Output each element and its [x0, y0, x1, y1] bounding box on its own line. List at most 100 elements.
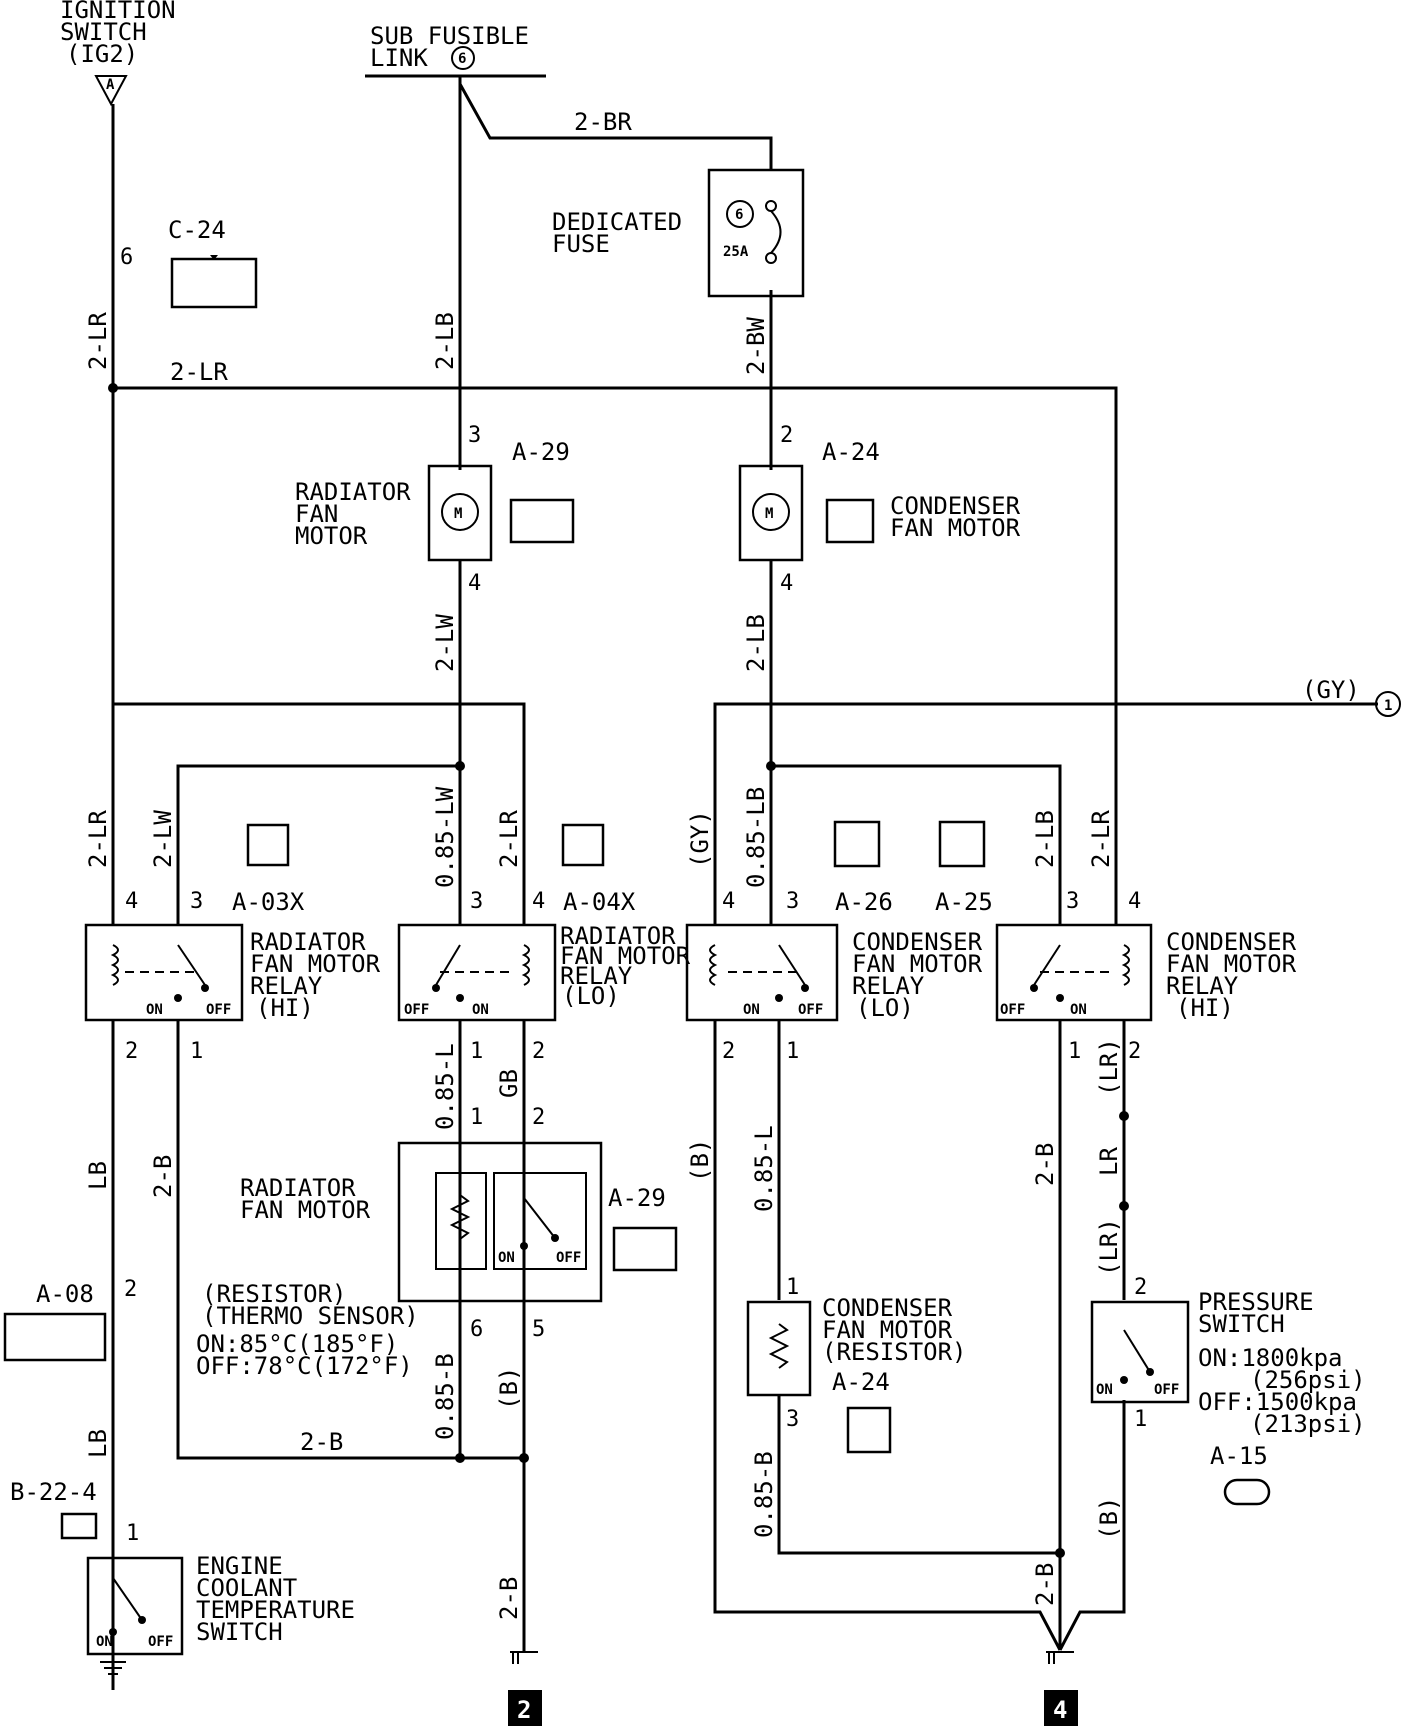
ground-2: 2 [508, 1651, 542, 1726]
wire-085l-1: 0.85-L [431, 1043, 459, 1130]
wire-2b-ground4: 2-B [1031, 1563, 1059, 1606]
rfm-title-2: FAN [295, 500, 338, 528]
a03-title-3: RELAY [250, 972, 323, 1000]
a26-connector-icon [833, 820, 881, 868]
connector-c24: C-24 [168, 216, 258, 309]
a25-title-1: CONDENSER [1166, 928, 1297, 956]
ps-title-3: ON:1800kpa [1198, 1344, 1343, 1372]
a25-title-4: (HI) [1176, 994, 1234, 1022]
a04-off: OFF [404, 1002, 429, 1018]
off-page-num: 1 [1384, 698, 1392, 714]
wire-2lr-v: 2-LR [84, 312, 112, 370]
wire-b-3: (B) [1095, 1497, 1123, 1540]
coil-icon [110, 944, 119, 986]
cres-pin-1: 1 [786, 1275, 799, 1300]
a03x-connector-icon [246, 823, 290, 867]
a24-top-id: A-24 [822, 438, 880, 466]
ground-4-label: 4 [1053, 1696, 1067, 1724]
rfm-motor-letter: M [454, 506, 462, 522]
a03-title-2: FAN MOTOR [250, 950, 381, 978]
cfm-title-1: CONDENSER [890, 492, 1021, 520]
wire-2lb-top: 2-LB [431, 312, 459, 370]
fusible-number: 6 [458, 51, 466, 67]
relay-a25: A-25 3 4 OFF ON 1 2 CONDENSER FAN MOTOR … [935, 888, 1297, 1064]
pressure-switch-icon [1123, 1329, 1151, 1373]
wire-085b-1: 0.85-B [431, 1353, 459, 1440]
a25-pin-2: 2 [1128, 1039, 1141, 1064]
a25-connector-icon [938, 820, 986, 868]
a29-top-id: A-29 [512, 438, 570, 466]
a04x-id: A-04X [563, 888, 636, 916]
wire-2lw-a03: 2-LW [149, 810, 177, 868]
a04-title-2: FAN MOTOR [560, 942, 691, 970]
ect-title-3: TEMPERATURE [196, 1596, 355, 1624]
wire-085lw: 0.85-LW [431, 786, 459, 888]
a26-id: A-26 [835, 888, 893, 916]
res-pin-6: 6 [470, 1317, 483, 1342]
cfm-pin-bot: 4 [780, 571, 793, 596]
wire-2lr-a04: 2-LR [495, 810, 523, 868]
ect-pin-1: 1 [126, 1521, 139, 1546]
ect-on: ON [96, 1634, 113, 1650]
cfm-title-2: FAN MOTOR [890, 514, 1021, 542]
wire-2lw: 2-LW [431, 614, 459, 672]
relay-a03x: 4 3 A-03X ON OFF 2 1 RADIATOR FAN MOTOR … [84, 888, 381, 1064]
wire-2b-ground2: 2-B [495, 1577, 523, 1620]
a26-on: ON [743, 1002, 760, 1018]
resistor-icon [768, 1323, 790, 1369]
ignition-switch-title-2: SWITCH [60, 18, 147, 46]
a25-id: A-25 [935, 888, 993, 916]
a03-off: OFF [206, 1002, 231, 1018]
coil-icon [1121, 944, 1130, 986]
ect-title-1: ENGINE [196, 1552, 283, 1580]
a26-title-4: (LO) [856, 994, 914, 1022]
wire-gb: GB [495, 1069, 523, 1098]
a03x-id: A-03X [232, 888, 305, 916]
ps-title-5: OFF:1500kpa [1198, 1388, 1357, 1416]
rfm-title-3: MOTOR [295, 522, 368, 550]
cfm-pin-top: 2 [780, 423, 793, 448]
radiator-fan-motor: RADIATOR FAN MOTOR M 3 4 A-29 [295, 423, 575, 596]
wire-lb-2: LB [84, 1429, 112, 1458]
wire-085l-2: 0.85-L [750, 1125, 778, 1212]
junctions [108, 383, 1129, 1558]
sub-fusible-link: SUB FUSIBLE LINK 6 [365, 22, 546, 78]
ps-title-2: SWITCH [1198, 1310, 1285, 1338]
a26-pin-2: 2 [722, 1039, 735, 1064]
res-pin-1: 1 [470, 1105, 483, 1130]
wire-2b-2: 2-B [1031, 1143, 1059, 1186]
a25-pin-4: 4 [1128, 889, 1141, 914]
res-title-2: FAN MOTOR [240, 1196, 371, 1224]
switch-contact-icon [778, 944, 806, 986]
a04-pin-1: 1 [470, 1039, 483, 1064]
a25-title-3: RELAY [1166, 972, 1239, 1000]
a26-title-2: FAN MOTOR [852, 950, 983, 978]
switch-contact-icon [1033, 944, 1061, 986]
wires [111, 76, 1378, 1690]
a25-title-2: FAN MOTOR [1166, 950, 1297, 978]
wire-lr: LR [1095, 1147, 1123, 1176]
a08-pin-2: 2 [124, 1277, 137, 1302]
res-title-4: (THERMO SENSOR) [202, 1302, 419, 1330]
a04-pin-4: 4 [532, 889, 545, 914]
res-title-5: ON:85°C(185°F) [196, 1330, 398, 1358]
ect-off: OFF [148, 1634, 173, 1650]
switch-contact-icon [177, 944, 206, 986]
motor-icon [441, 493, 479, 531]
wire-2b-1: 2-B [149, 1155, 177, 1198]
wire-gy-a26: (GY) [686, 810, 714, 868]
wire-085b-2: 0.85-B [750, 1451, 778, 1538]
fuse-rating: 25A [723, 244, 749, 260]
fusible-number-circle-icon [451, 46, 475, 70]
ect-switch-icon [112, 1577, 143, 1621]
a26-pin-1: 1 [786, 1039, 799, 1064]
cres-title-2: FAN MOTOR [822, 1316, 953, 1344]
cres-pin-3: 3 [786, 1407, 799, 1432]
ect-title-4: SWITCH [196, 1618, 283, 1646]
a15-id: A-15 [1210, 1442, 1268, 1470]
ignition-terminal-icon [94, 75, 128, 107]
rfm-title-1: RADIATOR [295, 478, 411, 506]
a03-pin-2: 2 [125, 1039, 138, 1064]
a04-on: ON [472, 1002, 489, 1018]
